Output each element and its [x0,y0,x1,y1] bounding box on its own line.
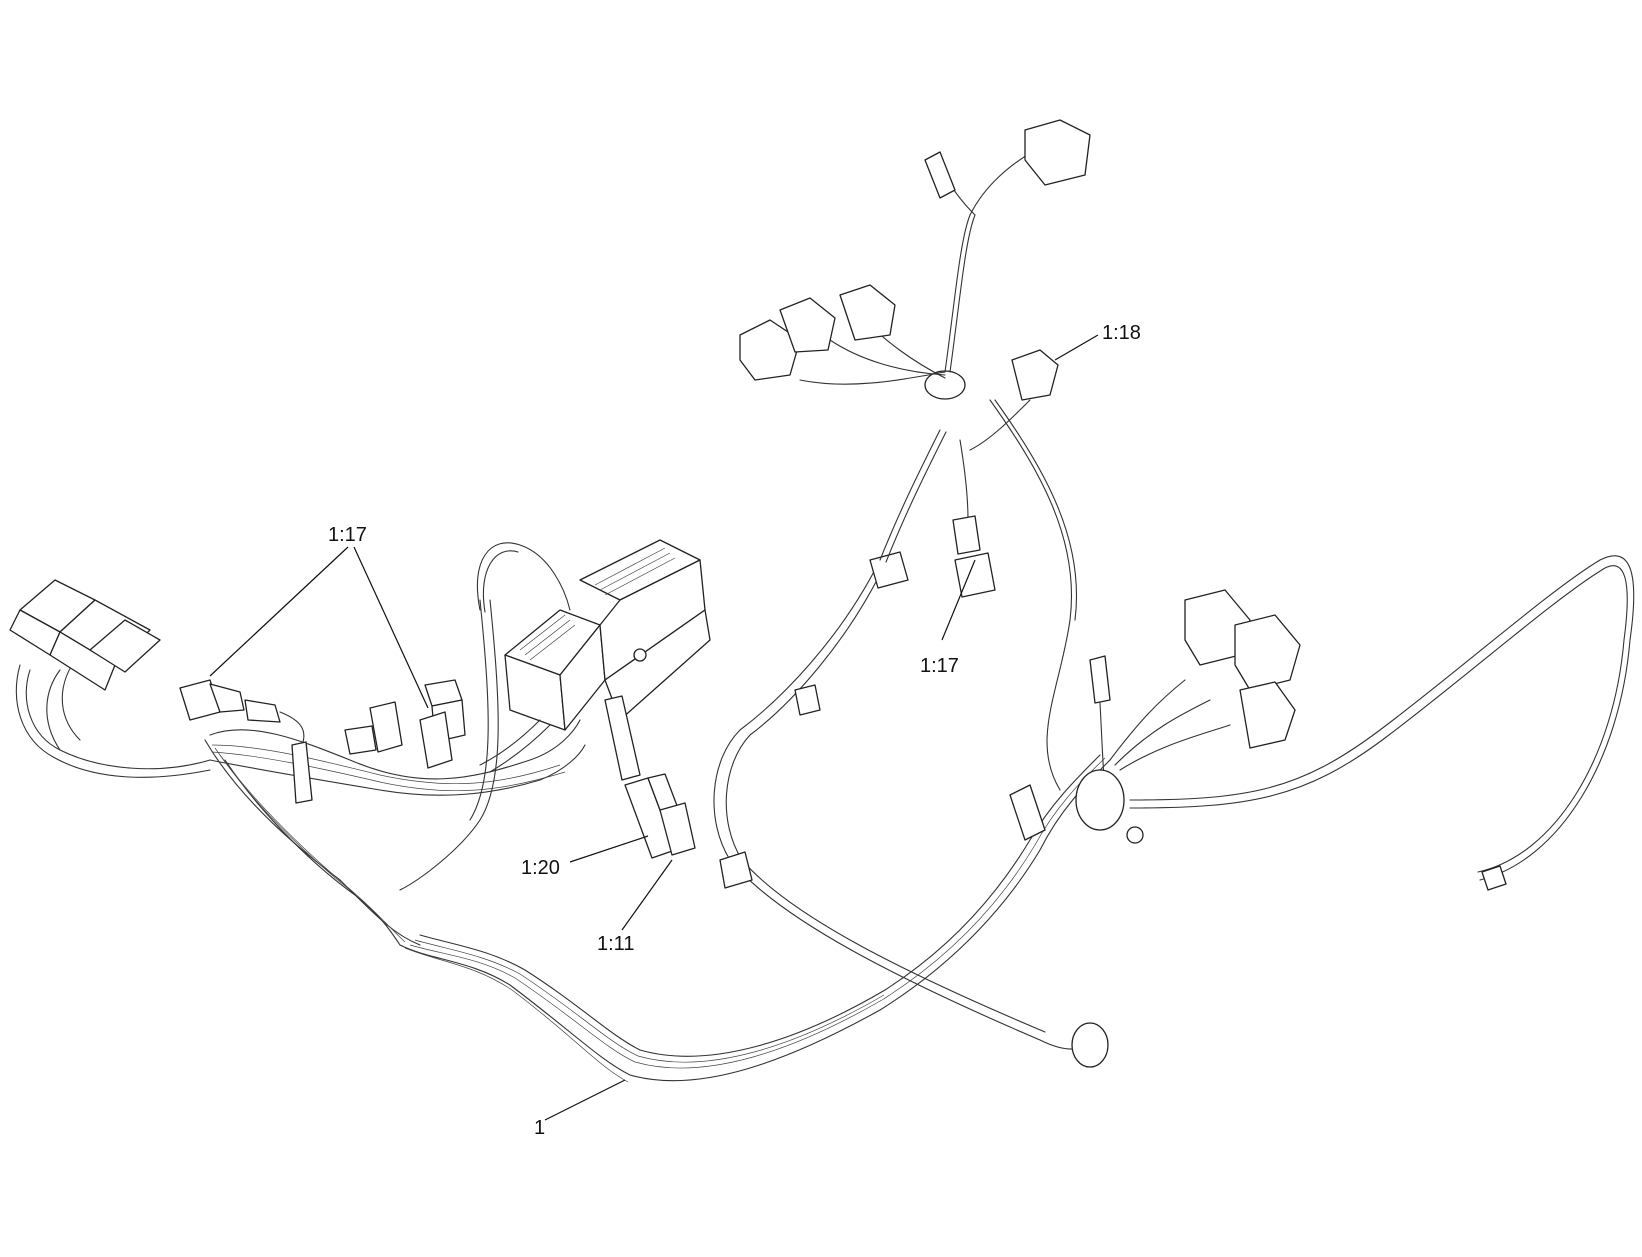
callout-label-1: 1 [534,1117,546,1139]
center-loop-branch [713,551,1109,1068]
leader-1 [544,1079,626,1121]
main-harness-trunk [204,719,1111,1083]
callout-label-1-17-center: 1:17 [920,655,959,677]
leader-lines [209,334,1099,1121]
leader-1-18 [1054,334,1099,361]
leader-1-17-center [941,559,976,641]
deutsch-connector [604,695,696,859]
leader-1-20 [569,835,649,863]
leader-1-17-left-a [209,546,349,677]
callout-label-1-11: 1:11 [597,933,635,955]
center-left-connector [291,679,466,804]
right-connector-cluster [1089,555,1635,891]
leader-1-11 [621,859,673,931]
callout-label-1-18: 1:18 [1102,322,1141,344]
callout-label-1-17-left: 1:17 [328,524,367,546]
upper-branch [739,119,1091,791]
left-inline-connector [179,679,305,751]
harness-clamps [1009,769,1144,844]
left-branch [9,579,211,778]
leader-1-17-left-b [353,546,429,709]
callout-label-1-20: 1:20 [521,857,560,879]
